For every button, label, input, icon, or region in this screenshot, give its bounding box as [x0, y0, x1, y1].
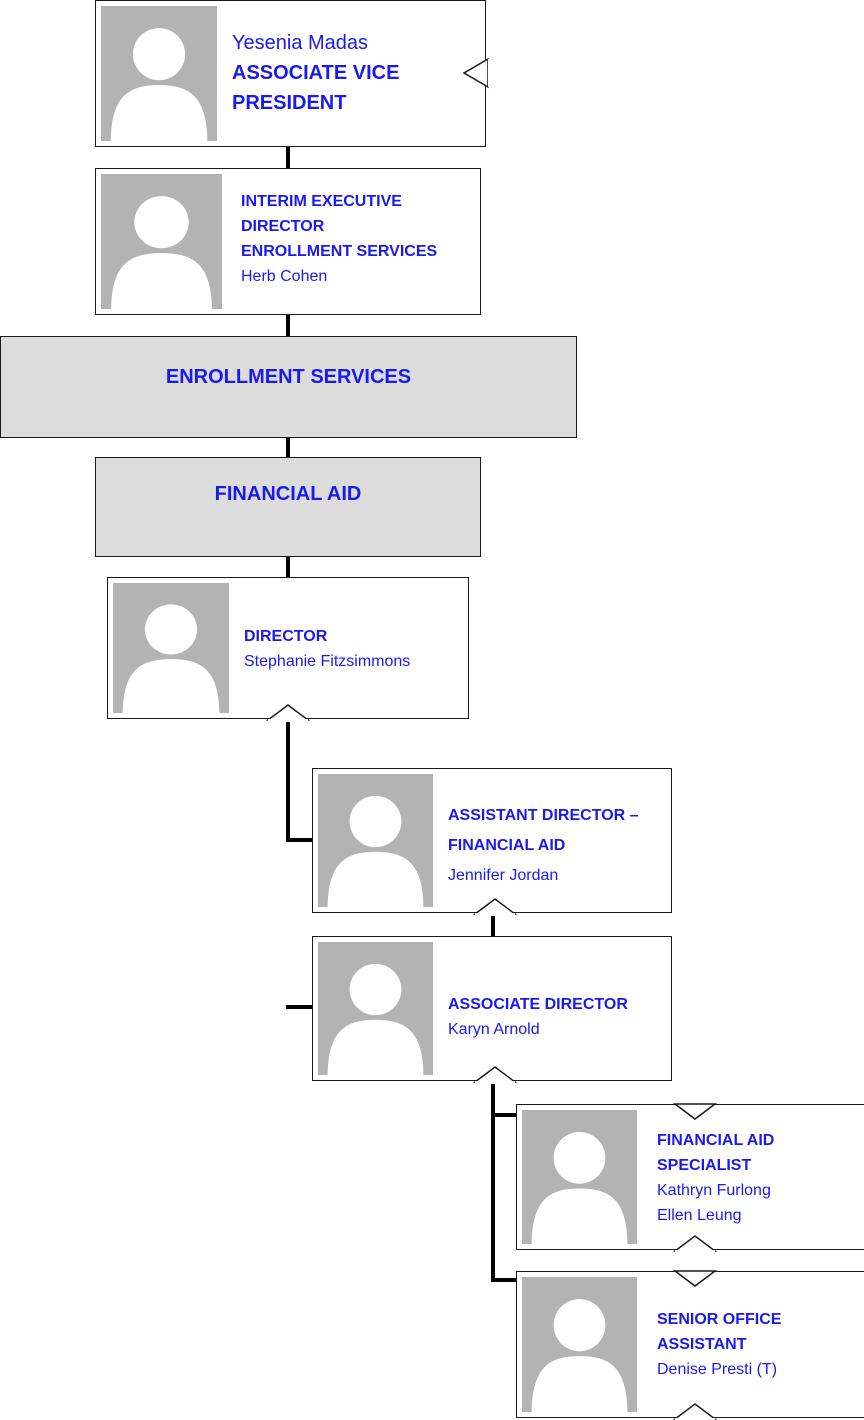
connector-to-asst-director — [286, 838, 313, 842]
assoc-director-title: ASSOCIATE DIRECTOR — [448, 996, 628, 1013]
expand-chevron-down-icon[interactable] — [672, 1103, 718, 1121]
asst-director-title-line2: FINANCIAL AID — [448, 837, 566, 854]
vp-name: Yesenia Madas — [232, 32, 369, 54]
assoc-director-text: ASSOCIATE DIRECTOR Karyn Arnold — [448, 992, 668, 1042]
financial-aid-box: FINANCIAL AID — [95, 457, 481, 557]
asst-director-name: Jennifer Jordan — [448, 867, 559, 884]
fa-specialist-text: FINANCIAL AID SPECIALIST Kathryn Furlong… — [657, 1128, 807, 1228]
asst-director-card: ASSISTANT DIRECTOR – FINANCIAL AID Jenni… — [312, 768, 672, 916]
connector-to-senior-office-assistant — [491, 1278, 517, 1282]
expand-chevron-right-icon[interactable] — [460, 57, 491, 89]
connector-vp-interim — [286, 146, 290, 169]
fa-specialist-name-2: Ellen Leung — [657, 1207, 742, 1224]
collapse-chevron-up-icon[interactable] — [672, 1402, 718, 1420]
director-title: DIRECTOR — [244, 628, 328, 645]
vp-title: ASSOCIATE VICE PRESIDENT — [232, 62, 400, 114]
person-silhouette-icon — [318, 942, 433, 1075]
assoc-director-card: ASSOCIATE DIRECTOR Karyn Arnold — [312, 936, 672, 1084]
senior-office-assistant-card: SENIOR OFFICE ASSISTANT Denise Presti (T… — [516, 1270, 864, 1420]
fa-specialist-name-1: Kathryn Furlong — [657, 1182, 771, 1199]
connector-enrollment-financial-aid — [286, 437, 290, 458]
collapse-chevron-up-icon[interactable] — [265, 703, 311, 722]
fa-specialist-title: FINANCIAL AID SPECIALIST — [657, 1132, 775, 1174]
connector-financial-aid-director — [286, 556, 290, 578]
assoc-director-name: Karyn Arnold — [448, 1021, 540, 1038]
interim-director-card: INTERIM EXECUTIVE DIRECTOR ENROLLMENT SE… — [95, 168, 481, 315]
interim-name: Herb Cohen — [241, 268, 328, 285]
collapse-chevron-up-icon[interactable] — [472, 897, 518, 916]
connector-director-trunk — [286, 718, 290, 842]
interim-title-line2: ENROLLMENT SERVICES — [241, 243, 438, 260]
interim-title-line1: INTERIM EXECUTIVE DIRECTOR — [241, 193, 402, 235]
asst-director-text: ASSISTANT DIRECTOR – FINANCIAL AID Jenni… — [448, 801, 668, 891]
director-text: DIRECTOR Stephanie Fitzsimmons — [244, 624, 464, 674]
vp-text: Yesenia Madas ASSOCIATE VICE PRESIDENT — [232, 28, 422, 118]
senior-office-assistant-text: SENIOR OFFICE ASSISTANT Denise Presti (T… — [657, 1307, 807, 1382]
fa-specialist-card: FINANCIAL AID SPECIALIST Kathryn Furlong… — [516, 1103, 864, 1253]
connector-interim-enrollment — [286, 314, 290, 337]
director-card: DIRECTOR Stephanie Fitzsimmons — [107, 577, 469, 722]
person-silhouette-icon — [101, 174, 222, 309]
expand-chevron-down-icon[interactable] — [672, 1270, 718, 1288]
person-silhouette-icon — [522, 1110, 637, 1244]
director-name: Stephanie Fitzsimmons — [244, 653, 411, 670]
enrollment-services-box: ENROLLMENT SERVICES — [0, 336, 577, 438]
interim-text: INTERIM EXECUTIVE DIRECTOR ENROLLMENT SE… — [241, 189, 477, 289]
person-silhouette-icon — [318, 774, 433, 907]
collapse-chevron-up-icon[interactable] — [672, 1234, 718, 1253]
vp-card: Yesenia Madas ASSOCIATE VICE PRESIDENT — [95, 0, 491, 147]
collapse-chevron-up-icon[interactable] — [472, 1065, 518, 1084]
connector-to-fa-specialist — [491, 1113, 517, 1117]
senior-office-assistant-title: SENIOR OFFICE ASSISTANT — [657, 1311, 782, 1353]
person-silhouette-icon — [113, 583, 229, 713]
senior-office-assistant-name: Denise Presti (T) — [657, 1361, 778, 1378]
asst-director-title-line1: ASSISTANT DIRECTOR – — [448, 807, 639, 824]
person-silhouette-icon — [522, 1277, 637, 1412]
person-silhouette-icon — [101, 6, 217, 141]
connector-to-assoc-director — [286, 1005, 313, 1009]
